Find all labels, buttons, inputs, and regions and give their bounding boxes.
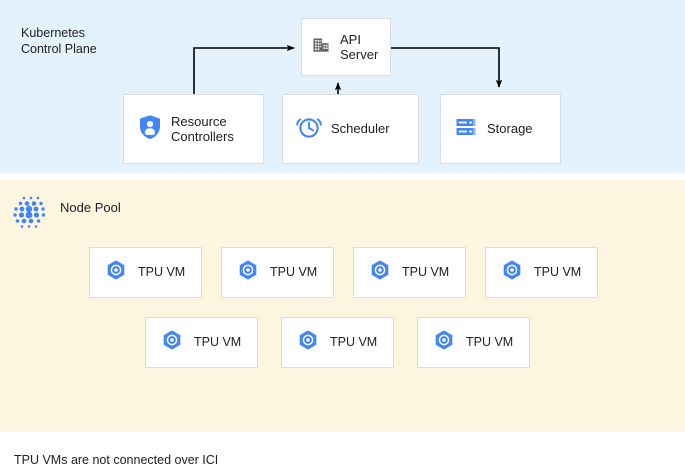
tpu-vm-card[interactable]: TPU VM: [353, 247, 466, 298]
node-pool-title: Node Pool: [60, 200, 121, 215]
hexagon-gear-icon: [433, 329, 455, 356]
dot-grid-icon: [10, 192, 52, 234]
alarm-clock-icon: [296, 114, 322, 145]
hexagon-gear-icon: [105, 259, 127, 286]
tpu-vm-label: TPU VM: [534, 264, 582, 279]
node-storage[interactable]: Storage: [440, 94, 561, 164]
tpu-vm-label: TPU VM: [270, 264, 318, 279]
tpu-vm-card[interactable]: TPU VM: [89, 247, 202, 298]
server-rack-icon: [454, 115, 478, 144]
node-scheduler[interactable]: Scheduler: [282, 94, 419, 164]
tpu-vm-label: TPU VM: [402, 264, 450, 279]
hexagon-gear-icon: [369, 259, 391, 286]
footnote-text: TPU VMs are not connected over ICI: [14, 453, 219, 467]
node-pool-band: [0, 180, 685, 432]
node-storage-label: Storage: [487, 121, 533, 137]
building-icon: [311, 35, 331, 60]
tpu-vm-label: TPU VM: [466, 334, 514, 349]
tpu-vm-label: TPU VM: [330, 334, 378, 349]
control-plane-title: Kubernetes Control Plane: [21, 26, 97, 56]
node-scheduler-label: Scheduler: [331, 121, 390, 137]
shield-user-icon: [138, 114, 162, 145]
hexagon-gear-icon: [501, 259, 523, 286]
tpu-vm-label: TPU VM: [138, 264, 186, 279]
tpu-vm-label: TPU VM: [194, 334, 242, 349]
tpu-vm-card[interactable]: TPU VM: [221, 247, 334, 298]
hexagon-gear-icon: [297, 329, 319, 356]
hexagon-gear-icon: [237, 259, 259, 286]
tpu-vm-card[interactable]: TPU VM: [417, 317, 530, 368]
node-resource-controllers-label: Resource Controllers: [171, 113, 234, 145]
hexagon-gear-icon: [161, 329, 183, 356]
node-api-server[interactable]: API Server: [301, 18, 391, 76]
tpu-vm-card[interactable]: TPU VM: [485, 247, 598, 298]
tpu-vm-card[interactable]: TPU VM: [281, 317, 394, 368]
tpu-vm-card[interactable]: TPU VM: [145, 317, 258, 368]
node-resource-controllers[interactable]: Resource Controllers: [123, 94, 264, 164]
node-api-server-label: API Server: [340, 31, 379, 63]
